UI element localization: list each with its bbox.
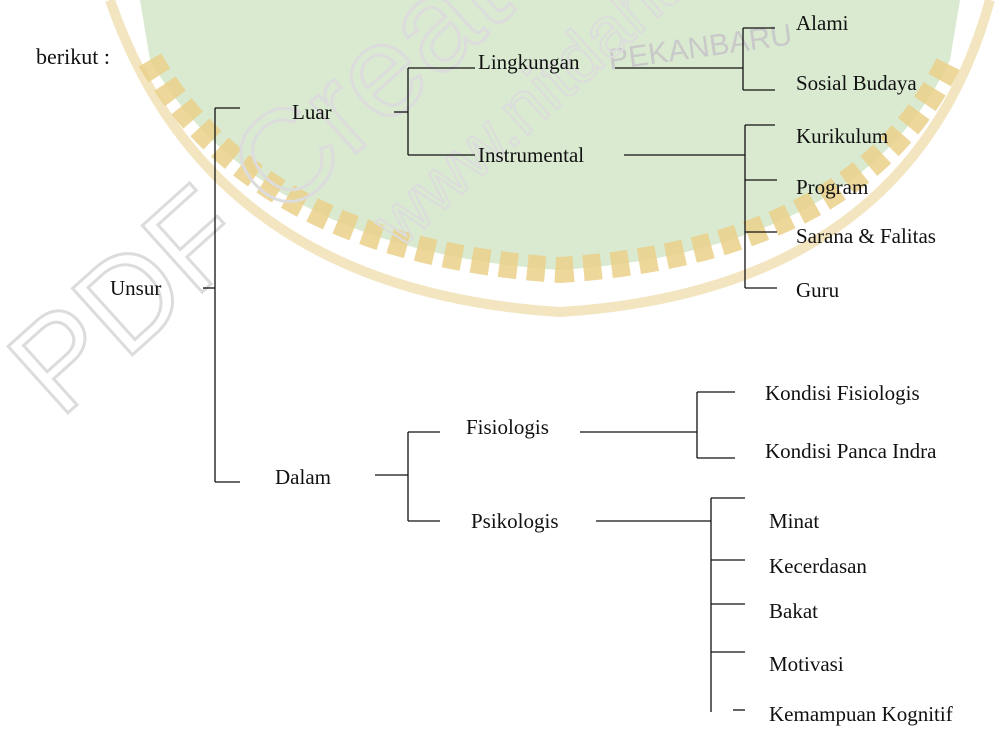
leaf-program: Program bbox=[796, 175, 869, 199]
intro-text: berikut : bbox=[36, 44, 110, 69]
leaf-kemampuan-kognitif: Kemampuan Kognitif bbox=[769, 702, 953, 726]
leaf-kondisi-panca-indra: Kondisi Panca Indra bbox=[765, 439, 937, 463]
watermark-seal-ring bbox=[138, 53, 962, 284]
node-fisiologis: Fisiologis bbox=[466, 415, 549, 439]
node-luar: Luar bbox=[292, 100, 332, 124]
leaf-kondisi-fisiologis: Kondisi Fisiologis bbox=[765, 381, 920, 405]
watermark-seal bbox=[105, 0, 995, 318]
leaf-guru: Guru bbox=[796, 278, 840, 302]
watermark-seal-ring-outer bbox=[105, 0, 995, 318]
leaf-minat: Minat bbox=[769, 509, 820, 533]
node-unsur: Unsur bbox=[110, 276, 162, 300]
leaf-sarana-falitas: Sarana & Falitas bbox=[796, 224, 936, 248]
leaf-alami: Alami bbox=[796, 11, 849, 35]
watermark-seal-inner bbox=[140, 0, 960, 270]
node-dalam: Dalam bbox=[275, 465, 331, 489]
leaf-motivasi: Motivasi bbox=[769, 652, 844, 676]
leaf-bakat: Bakat bbox=[769, 599, 818, 623]
leaf-sosial-budaya: Sosial Budaya bbox=[796, 71, 917, 95]
leaf-kecerdasan: Kecerdasan bbox=[769, 554, 867, 578]
node-lingkungan: Lingkungan bbox=[478, 50, 580, 74]
node-instrumental: Instrumental bbox=[478, 143, 585, 167]
node-psikologis: Psikologis bbox=[471, 509, 559, 533]
leaf-kurikulum: Kurikulum bbox=[796, 124, 889, 148]
